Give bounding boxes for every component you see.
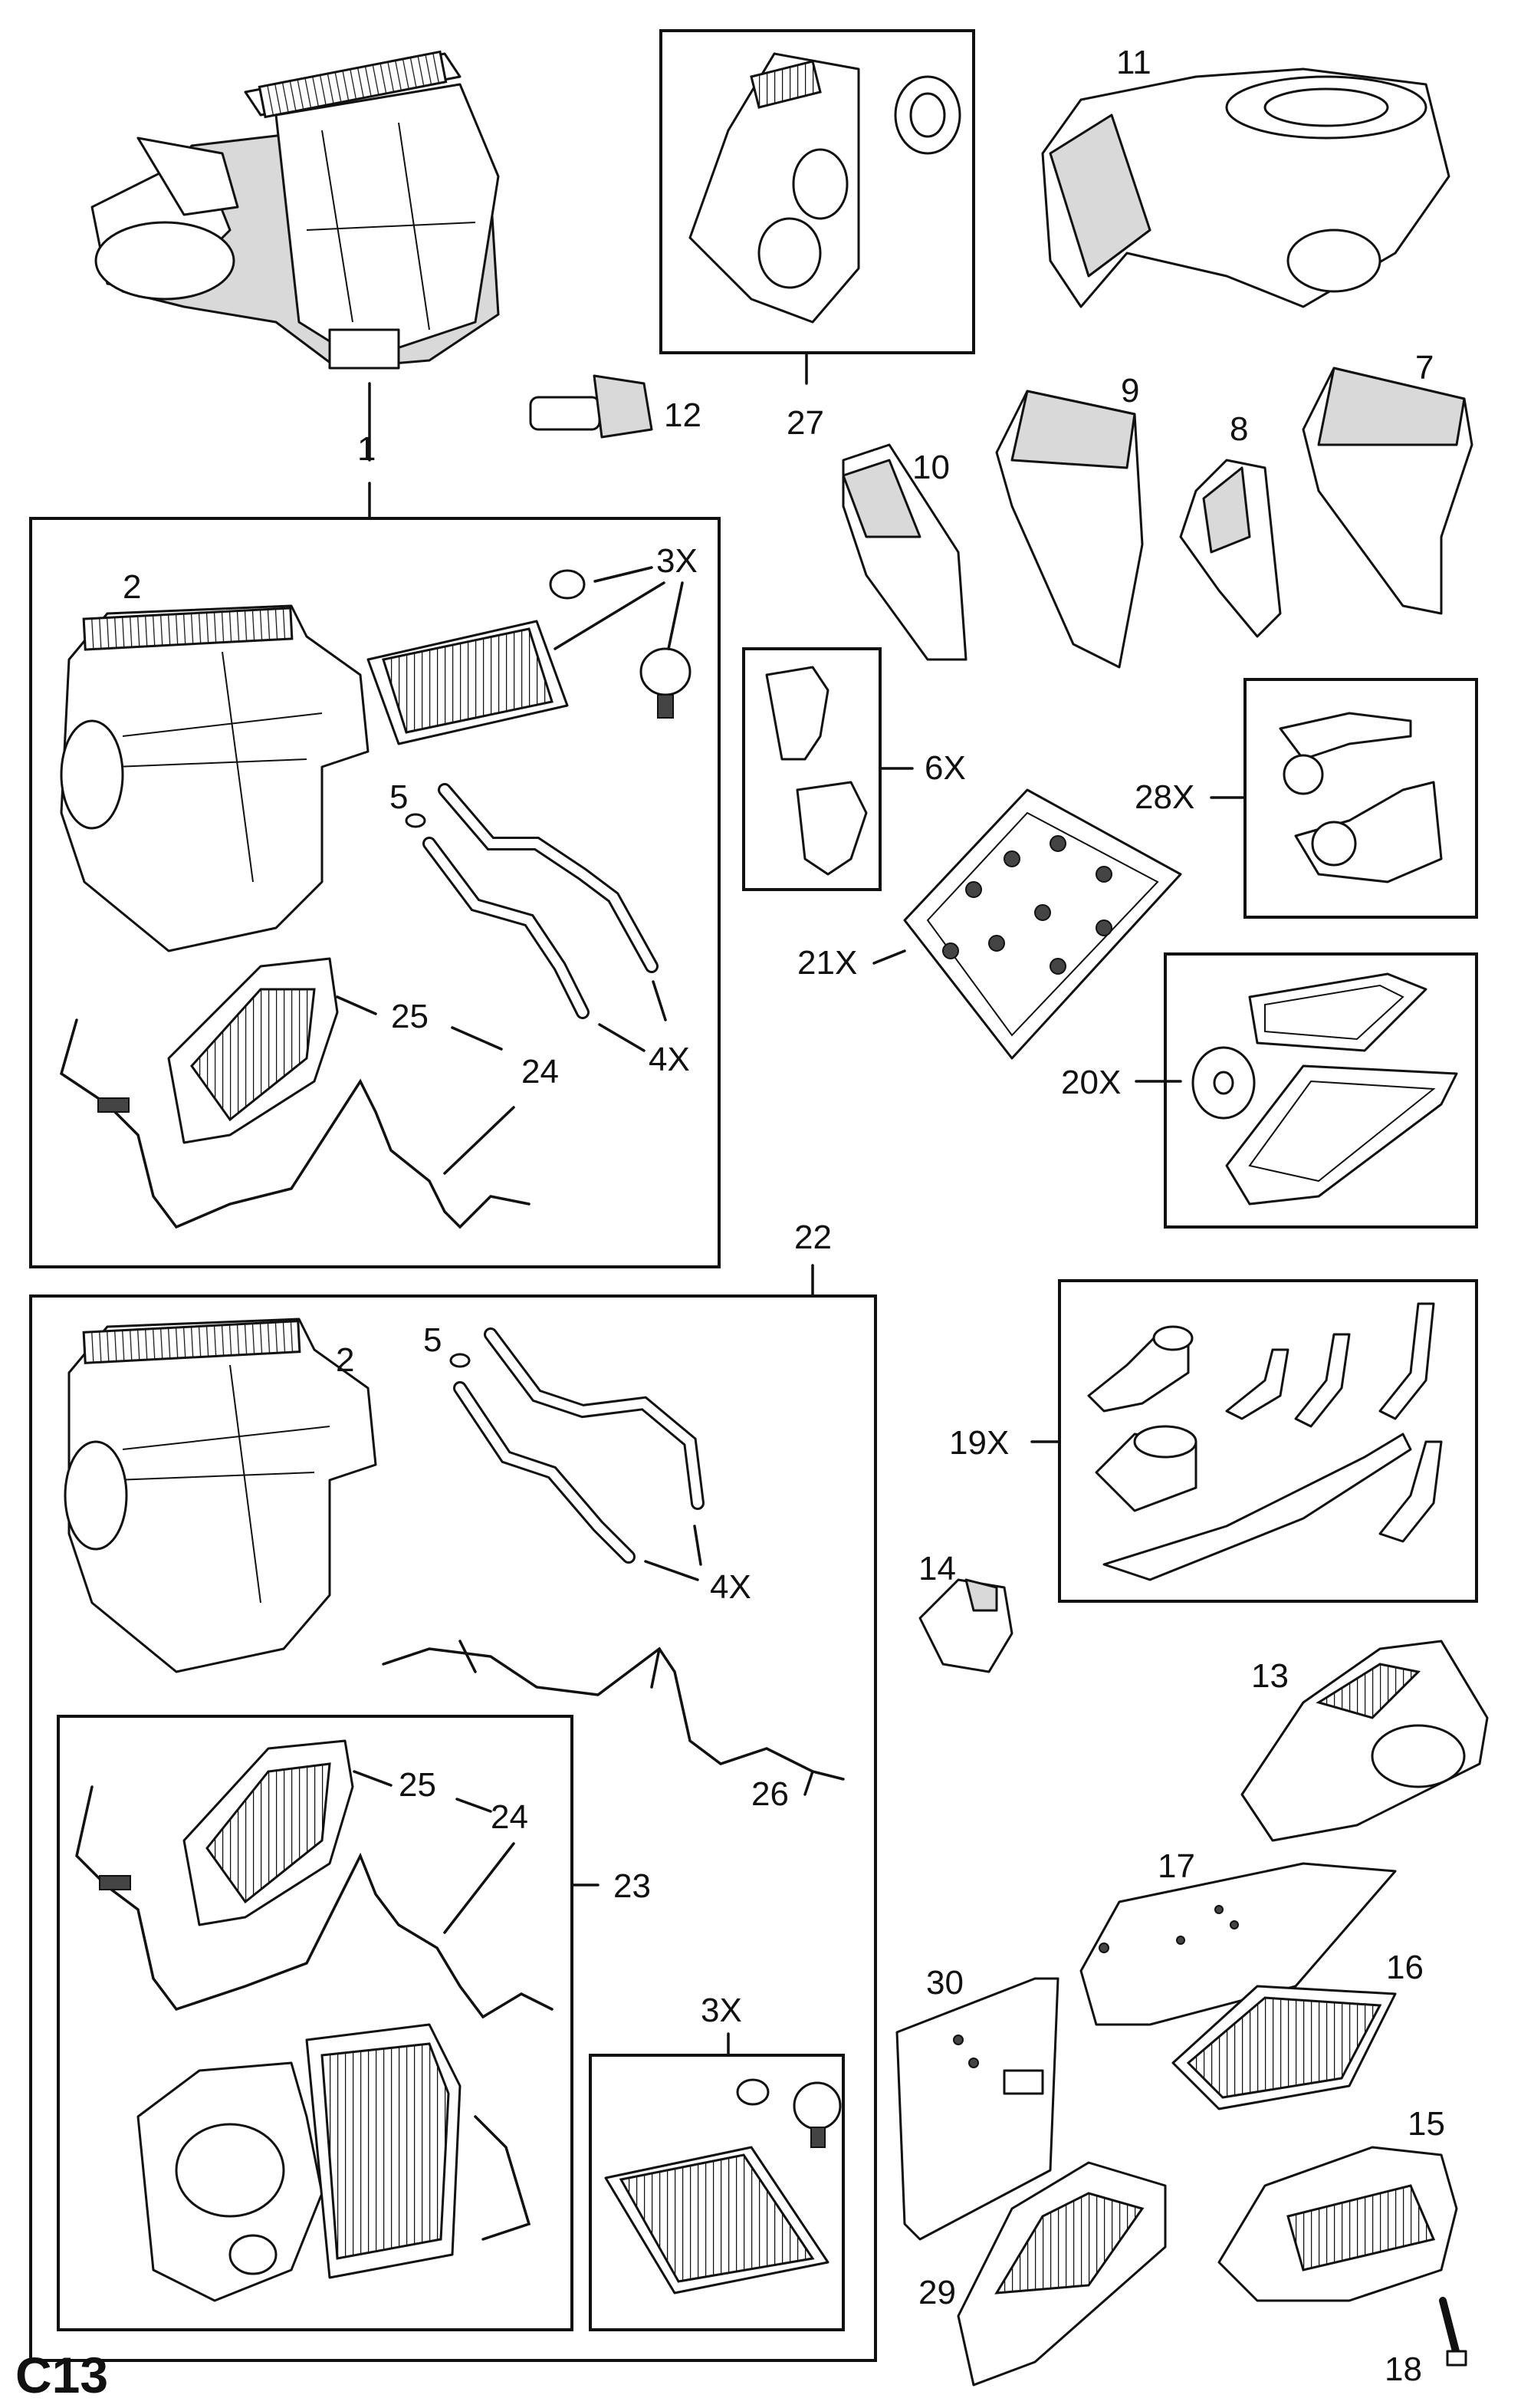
callout-29: 29 <box>918 2274 956 2311</box>
callout-25b: 25 <box>399 1766 436 1804</box>
callout-16: 16 <box>1386 1949 1424 1986</box>
part-7-duct-icon <box>1302 367 1473 615</box>
part-20-seals-icon <box>1191 972 1458 1206</box>
part-9-duct-icon <box>995 390 1144 669</box>
callout-5a: 5 <box>389 778 408 816</box>
part-10-duct-icon <box>842 443 967 661</box>
part-3-heater-core-icon <box>604 2078 842 2295</box>
part-25-flap-icon <box>167 957 339 1144</box>
part-23-electric-heater-icon <box>136 2023 531 2302</box>
callout-8: 8 <box>1230 410 1248 448</box>
page-code: C13 <box>15 2347 108 2403</box>
callout-9: 9 <box>1121 372 1139 410</box>
part-25-flap-icon <box>182 1739 354 1926</box>
part-14-actuator-icon <box>918 1578 1013 1673</box>
part-11-blower-icon <box>1041 67 1450 308</box>
callout-30: 30 <box>926 1964 964 2002</box>
callout-12: 12 <box>664 396 701 434</box>
part-15-air-inlet-icon <box>1217 2146 1458 2302</box>
part-30-cover-icon <box>895 1977 1059 2241</box>
box-part-22 <box>29 1294 877 2362</box>
callout-3a: 3X <box>656 542 698 580</box>
callout-24b: 24 <box>491 1798 528 1836</box>
part-28-actuator-arms-icon <box>1279 712 1443 883</box>
part-8-duct-icon <box>1179 459 1282 638</box>
callout-7: 7 <box>1415 349 1434 387</box>
callout-11: 11 <box>1116 44 1151 81</box>
callout-2b: 2 <box>336 1341 354 1379</box>
callout-6: 6X <box>925 749 966 787</box>
callout-3b: 3X <box>701 1992 742 2029</box>
part-21-screws-bag-icon <box>903 788 1182 1060</box>
part-24-wiring-harness-icon <box>59 1018 531 1229</box>
callout-23: 23 <box>613 1867 651 1905</box>
callout-17: 17 <box>1158 1847 1195 1885</box>
callout-21: 21X <box>797 944 857 982</box>
callout-27: 27 <box>787 404 824 442</box>
part-12-resistor-icon <box>529 374 653 439</box>
part-17-cover-icon <box>1079 1862 1397 2026</box>
part-27-housing-icon <box>688 52 961 324</box>
callout-14: 14 <box>918 1550 956 1587</box>
box-part-27 <box>659 29 975 354</box>
part-19-lever-set-icon <box>1087 1302 1443 1581</box>
callout-24a: 24 <box>521 1053 559 1091</box>
part-2-housing-icon <box>64 1317 377 1673</box>
box-part-19 <box>1058 1279 1478 1603</box>
box-part-1 <box>29 517 721 1268</box>
callout-1: 1 <box>357 430 376 468</box>
part-16-cabin-filter-icon <box>1171 1985 1397 2110</box>
part-26-wiring-harness-icon <box>382 1640 845 1796</box>
callout-19: 19X <box>949 1424 1009 1462</box>
callout-22: 22 <box>794 1219 832 1256</box>
part-6-clips-icon <box>765 666 868 876</box>
callout-2a: 2 <box>123 568 141 606</box>
callout-4a: 4X <box>649 1041 690 1078</box>
part-29-housing-icon <box>957 2161 1167 2387</box>
callout-18: 18 <box>1385 2350 1422 2388</box>
part-13-air-inlet-icon <box>1240 1640 1489 1842</box>
callout-10: 10 <box>912 449 950 486</box>
part-5-pipes-icon <box>405 783 659 1019</box>
box-part-3-lower <box>589 2054 845 2331</box>
callout-13: 13 <box>1251 1657 1289 1695</box>
callout-20: 20X <box>1061 1064 1121 1101</box>
part-3-heater-core-icon <box>366 569 692 745</box>
callout-15: 15 <box>1408 2105 1445 2143</box>
part-5-pipes-icon <box>449 1327 705 1564</box>
part-1-heater-unit-icon <box>90 50 500 370</box>
part-18-bolt-icon <box>1439 2297 1467 2367</box>
part-24-wiring-harness-icon <box>75 1785 554 2019</box>
box-part-23 <box>57 1715 573 2331</box>
callout-5b: 5 <box>423 1321 442 1359</box>
box-part-20 <box>1164 952 1478 1229</box>
callout-28: 28X <box>1135 778 1194 816</box>
part-2-housing-icon <box>60 604 370 952</box>
callout-26: 26 <box>751 1775 789 1813</box>
callout-25a: 25 <box>391 998 429 1035</box>
callout-4b: 4X <box>710 1568 751 1606</box>
